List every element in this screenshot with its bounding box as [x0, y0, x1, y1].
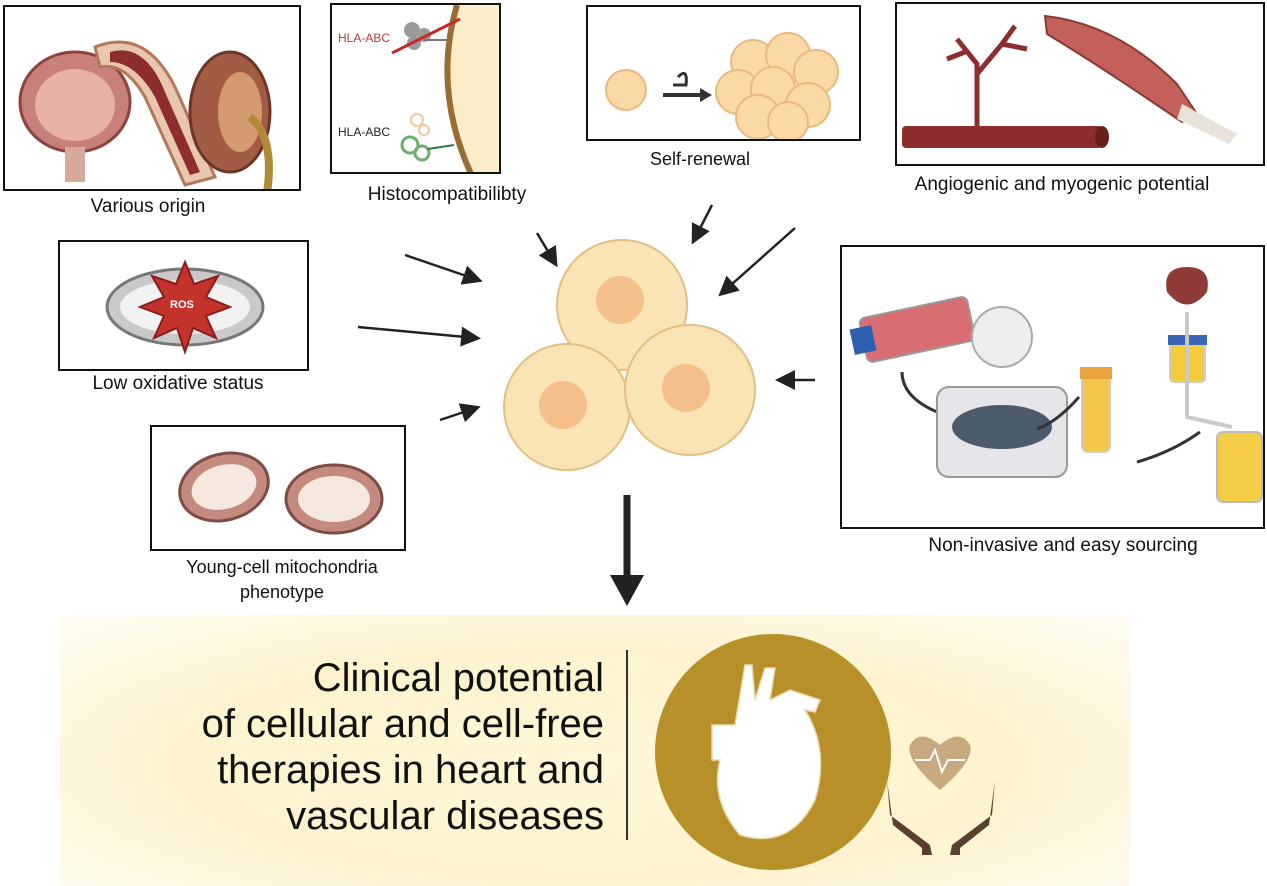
- angiogenic-panel: [895, 2, 1265, 166]
- organs-illustration: [18, 40, 273, 189]
- hla-present-label: HLA-ABC: [338, 125, 391, 139]
- non-invasive-label: Non-invasive and easy sourcing: [928, 535, 1198, 556]
- cell-membrane-illustration: [391, 5, 499, 172]
- mitochondrion-ros-illustration: [105, 259, 265, 356]
- self-renewal-label: Self-renewal: [649, 149, 751, 169]
- low-oxidative-label: Low oxidative status: [92, 373, 264, 394]
- cell-bottom-left: [503, 343, 631, 471]
- ros-label: ROS: [170, 299, 194, 311]
- arrow-low-oxidative: [357, 325, 481, 347]
- cell-top: [556, 239, 688, 371]
- conclusion-line-2: of cellular and cell-free: [201, 702, 604, 746]
- cell-bottom-right: [624, 324, 756, 456]
- arrow-angiogenic: [718, 227, 796, 297]
- conclusion-title: Clinical potential of cellular and cell-…: [202, 655, 604, 839]
- low-oxidative-panel: ROS: [58, 240, 309, 371]
- histocompatibility-panel: HLA-ABC HLA-ABC: [330, 3, 501, 174]
- conclusion-line-3: therapies in heart and: [217, 748, 604, 792]
- arrow-young-mitochondria: [439, 403, 481, 423]
- arrow-various-origin: [404, 253, 483, 285]
- young-mitochondria-label-line1: Young-cell mitochondria: [186, 557, 378, 577]
- angiogenic-label: Angiogenic and myogenic potential: [914, 174, 1210, 195]
- arrow-self-renewal: [691, 204, 714, 245]
- young-mitochondria-label: Young-cell mitochondria phenotype: [186, 555, 377, 605]
- vessel-muscle-illustration: [902, 14, 1237, 148]
- various-origin-panel: [3, 5, 301, 191]
- hla-removed-label: HLA-ABC: [338, 31, 391, 45]
- main-arrow-head: [610, 575, 644, 606]
- self-renewal-panel: [586, 5, 861, 141]
- cell-division-illustration: [605, 32, 839, 139]
- conclusion-line-4: vascular diseases: [286, 794, 604, 838]
- mitochondria-illustration: [178, 451, 384, 535]
- various-origin-label: Various origin: [90, 196, 206, 217]
- histocompatibility-label: Histocompatibilibty: [367, 184, 527, 205]
- input-arrows: [357, 204, 815, 423]
- conclusion-line-1: Clinical potential: [312, 656, 604, 700]
- arrow-histocompatibility: [535, 232, 558, 268]
- young-mitochondria-panel: [150, 425, 406, 551]
- non-invasive-panel: [840, 245, 1265, 529]
- young-mitochondria-label-line2: phenotype: [239, 582, 325, 602]
- urine-processing-illustration: [849, 267, 1263, 503]
